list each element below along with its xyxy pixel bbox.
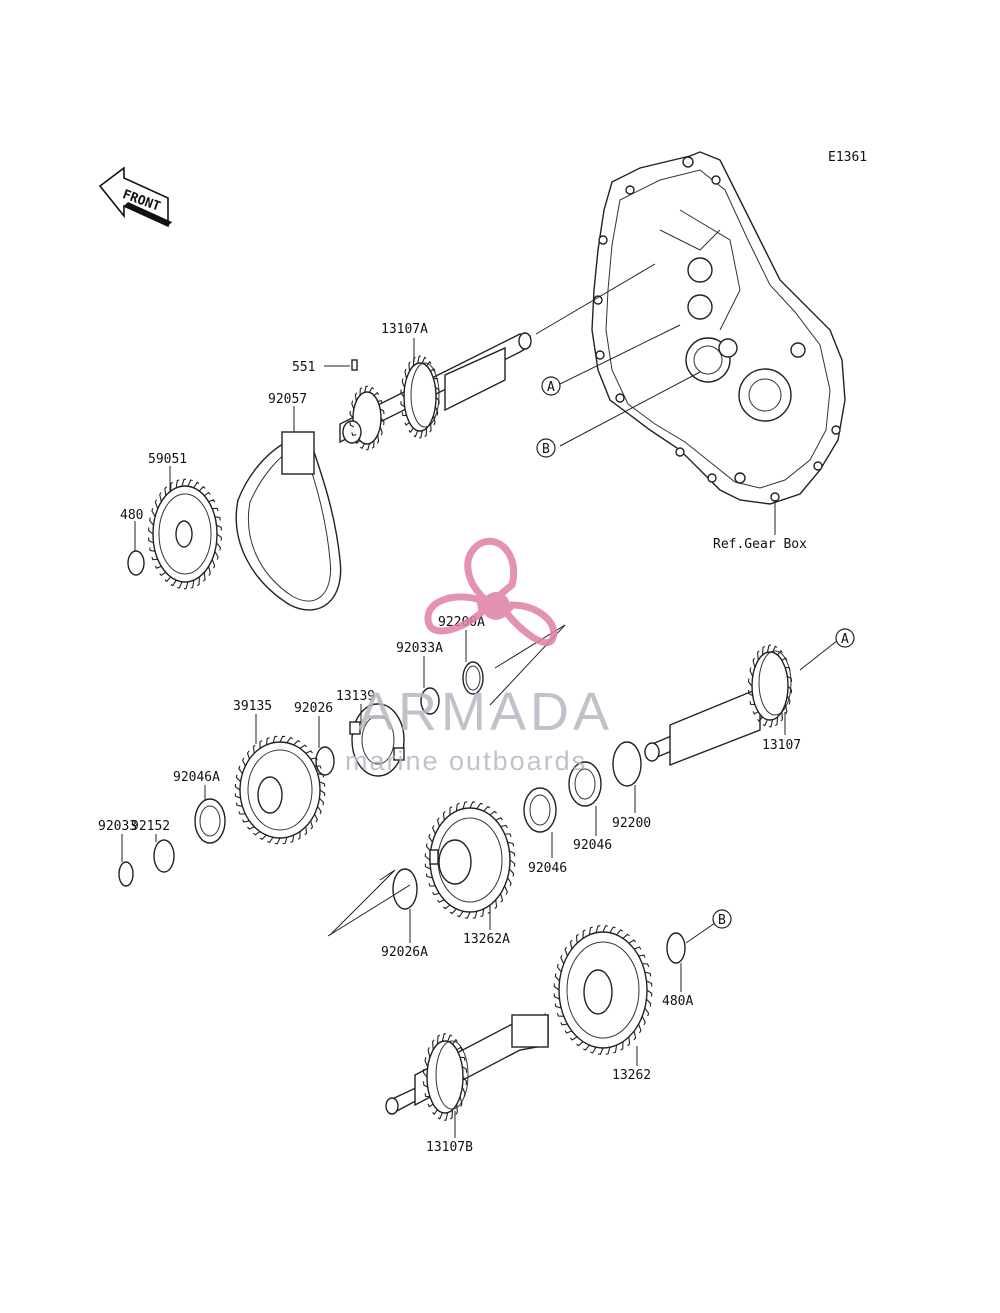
part-92026-label: 92026 [294,701,333,716]
washer-92200 [612,741,642,787]
part-13107a-label: 13107A [381,322,428,337]
bearing-92046a [194,798,226,844]
bearing-92046-b [523,787,557,833]
washer-92026a [392,868,418,910]
callout-b-label: B [542,442,550,457]
circlip-480 [127,550,145,576]
part-92026a-label: 92026A [381,945,428,960]
part-92200-label: 92200 [612,816,651,831]
gear-box-housing [591,151,846,505]
gear-13262a [429,807,511,913]
sprocket-59051 [152,485,218,583]
part-39135-label: 39135 [233,699,272,714]
circlip-92033a [420,687,440,715]
part-92152-label: 92152 [131,819,170,834]
part-59051-label: 59051 [148,452,187,467]
circlip-480a [666,932,686,964]
callout-a-label: A [547,380,555,395]
callout-b-circle [536,438,556,458]
watermark-brand: ARMADA [358,682,613,742]
pin-551 [351,359,358,371]
ref-gear-box-label: Ref.Gear Box [713,537,807,552]
callout-a2-label: A [841,632,849,647]
watermark: ARMADA marine outboards [345,537,613,776]
circlip-92033 [118,861,134,887]
part-92033a-label: 92033A [396,641,443,656]
part-480-label: 480 [120,508,143,523]
dog-13139 [349,703,405,777]
part-551-label: 551 [292,360,315,375]
propeller-logo-icon [424,537,558,647]
washer-92026 [315,746,335,776]
gear-13107a-small-teeth [349,385,385,451]
gear-39135 [239,741,321,839]
gear-13107-teeth [747,644,793,728]
part-13262a-label: 13262A [463,932,510,947]
part-92033-label: 92033 [98,819,137,834]
shaft-13107 [644,650,792,767]
gear-13262-teeth [553,925,653,1055]
part-13107b-label: 13107B [426,1140,473,1155]
part-13139-label: 13139 [336,689,375,704]
part-92046-a-label: 92046 [573,838,612,853]
part-92057-label: 92057 [268,392,307,407]
callout-b2-label: B [718,913,726,928]
gear-13262 [558,931,648,1049]
sprocket-59051-teeth [148,478,222,590]
shaft-13107b [385,1012,549,1115]
callout-b2-circle [712,909,732,929]
front-arrow-icon: FRONT [98,166,172,228]
watermark-tagline: marine outboards [345,746,587,776]
gear-39135-teeth [234,735,326,845]
part-92046-b-label: 92046 [528,861,567,876]
part-13262-label: 13262 [612,1068,651,1083]
diagram-code: E1361 [828,150,867,165]
callout-a2-circle [835,628,855,648]
washer-92152 [153,839,175,873]
gear-13107a-teeth [400,355,440,439]
part-92046a-label: 92046A [173,770,220,785]
gear-13107b-teeth [422,1033,468,1121]
part-480a-label: 480A [662,994,693,1009]
bearing-92046-a [568,761,602,807]
shaft-13107a [339,332,532,445]
gear-13262a-teeth [424,801,516,919]
part-13107-label: 13107 [762,738,801,753]
callout-a-circle [541,376,561,396]
chain-92057 [235,431,342,611]
